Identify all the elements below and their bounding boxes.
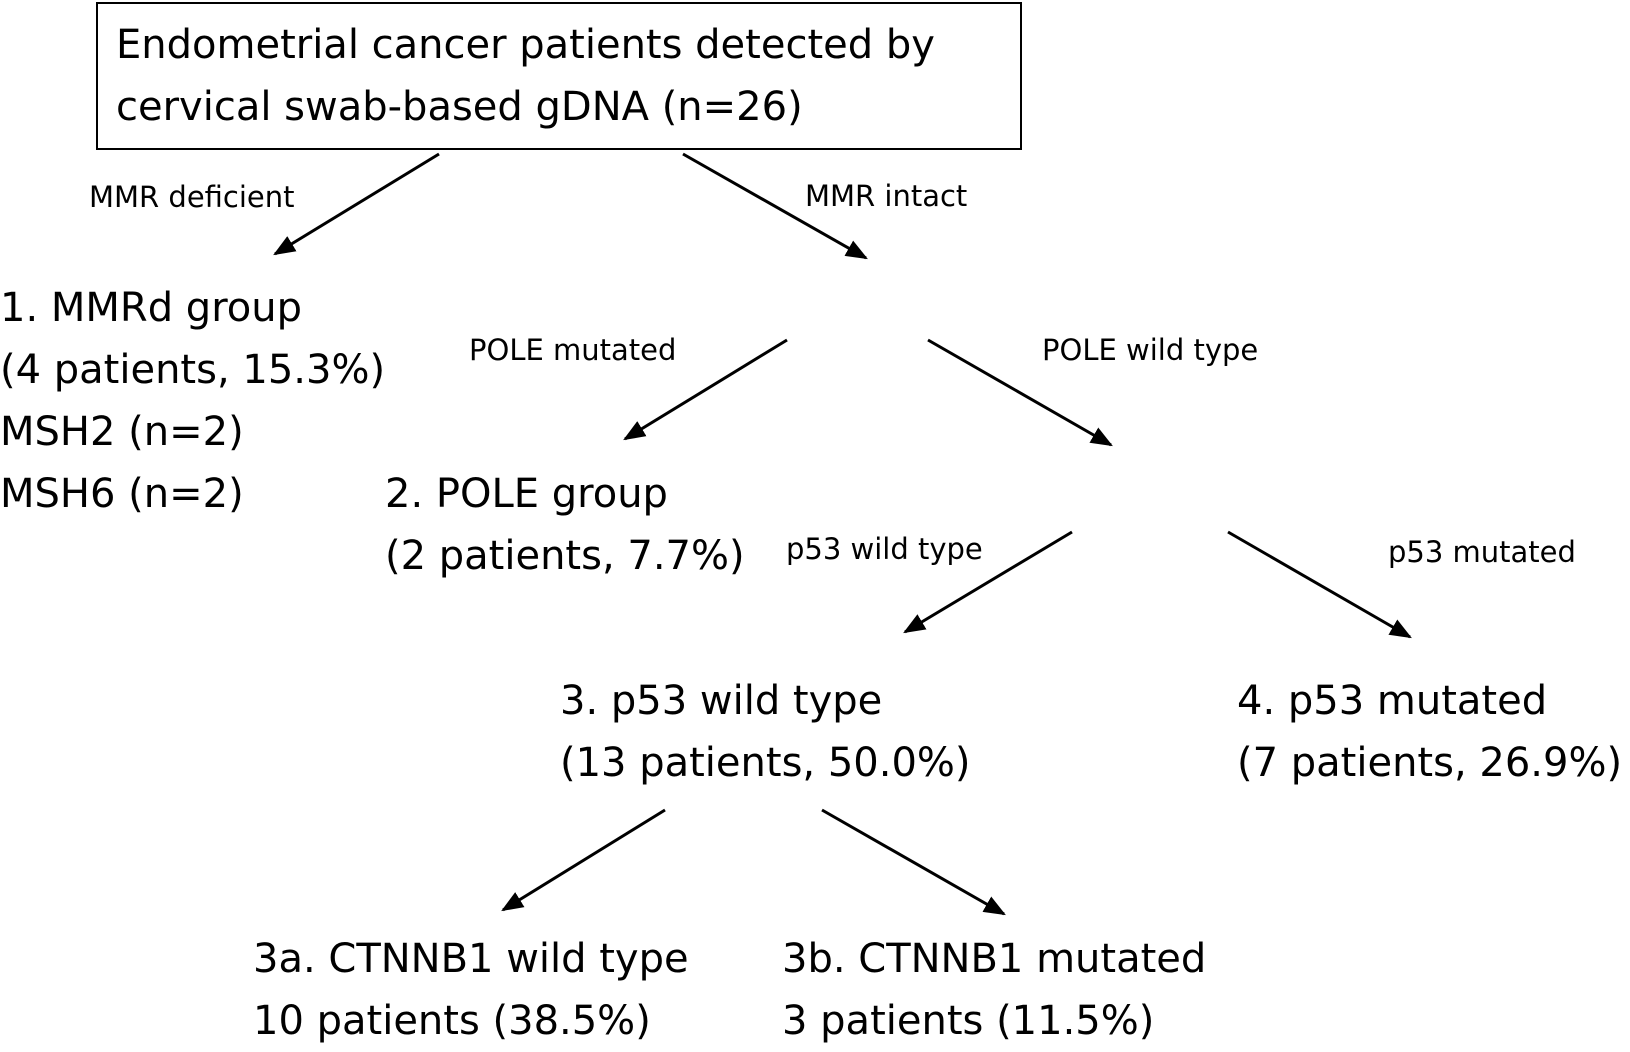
node-p53-wild-type: 3. p53 wild type (13 patients, 50.0%): [560, 670, 971, 794]
arrow-root-to-mmrd: [273, 152, 440, 256]
arrow-to-pole-wild-type: [927, 338, 1113, 447]
mmrd-title: 1. MMRd group: [0, 285, 302, 331]
edge-label-pole-mutated: POLE mutated: [469, 333, 677, 367]
p53mut-title: 4. p53 mutated: [1237, 678, 1548, 724]
root-line-1: Endometrial cancer patients detected by: [116, 22, 935, 68]
arrow-to-ctnnb1-wild-type: [501, 808, 666, 912]
arrow-root-to-mmr-intact: [682, 152, 868, 260]
edge-label-pole-wild-type: POLE wild type: [1042, 333, 1259, 367]
arrow-to-p53-wild-type: [903, 530, 1073, 634]
ctnnb1wt-title: 3a. CTNNB1 wild type: [253, 936, 689, 982]
arrow-to-pole-group: [623, 338, 788, 441]
p53wt-title: 3. p53 wild type: [560, 678, 883, 724]
mmrd-msh2: MSH2 (n=2): [0, 409, 244, 455]
root-node-box: Endometrial cancer patients detected by …: [96, 2, 1022, 150]
p53mut-count: (7 patients, 26.9%): [1237, 740, 1623, 786]
node-pole-group: 2. POLE group (2 patients, 7.7%): [385, 463, 745, 587]
pole-count: (2 patients, 7.7%): [385, 533, 745, 579]
edge-label-p53-wild-type: p53 wild type: [786, 532, 983, 566]
edge-label-mmr-deficient: MMR deficient: [89, 180, 295, 214]
root-line-2: cervical swab-based gDNA (n=26): [116, 84, 803, 130]
arrow-to-ctnnb1-mutated: [821, 808, 1006, 916]
edge-label-mmr-intact: MMR intact: [805, 179, 968, 213]
p53wt-count: (13 patients, 50.0%): [560, 740, 971, 786]
node-ctnnb1-wild-type: 3a. CTNNB1 wild type 10 patients (38.5%): [253, 928, 689, 1052]
ctnnb1mut-title: 3b. CTNNB1 mutated: [782, 936, 1207, 982]
node-p53-mutated: 4. p53 mutated (7 patients, 26.9%): [1237, 670, 1622, 794]
mmrd-msh6: MSH6 (n=2): [0, 471, 244, 517]
ctnnb1mut-count: 3 patients (11.5%): [782, 998, 1155, 1044]
mmrd-count: (4 patients, 15.3%): [0, 347, 386, 393]
root-node: Endometrial cancer patients detected by …: [116, 14, 935, 138]
node-mmrd-group: 1. MMRd group (4 patients, 15.3%) MSH2 (…: [0, 277, 385, 525]
ctnnb1wt-count: 10 patients (38.5%): [253, 998, 651, 1044]
arrow-to-p53-mutated: [1227, 530, 1412, 639]
edge-label-p53-mutated: p53 mutated: [1388, 535, 1576, 569]
pole-title: 2. POLE group: [385, 471, 668, 517]
node-ctnnb1-mutated: 3b. CTNNB1 mutated 3 patients (11.5%): [782, 928, 1206, 1052]
